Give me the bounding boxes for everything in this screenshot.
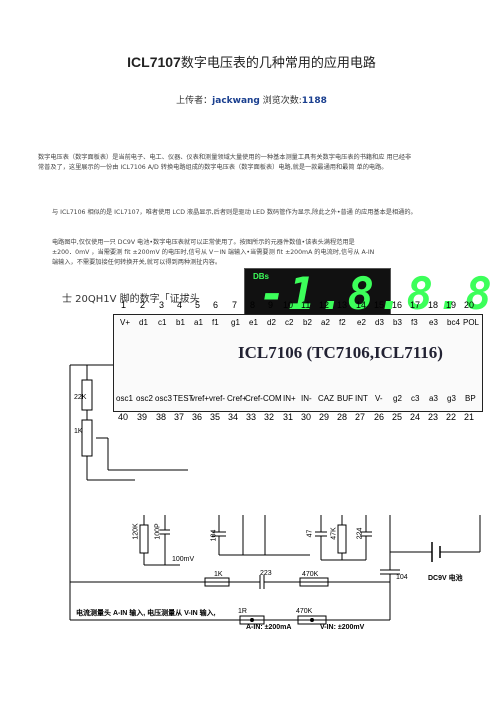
- circuit-diagram: [69, 320, 481, 625]
- resistor-120k: [139, 524, 149, 554]
- page-title: ICL7107数字电压表的几种常用的应用电路: [127, 54, 376, 71]
- resistor-1k: [204, 577, 230, 587]
- label-input-note: 电流测量头 A-IN 输入, 电压测量从 V-IN 输入,: [76, 610, 216, 617]
- resistor-470k-2: [297, 615, 327, 625]
- label-104-a: 104: [210, 529, 218, 542]
- resistor-1r: [239, 615, 265, 625]
- label-100p: 100P: [154, 523, 162, 540]
- label-224: 224: [356, 527, 364, 540]
- ic-chip: ICL7106 (TC7106,ICL7116): [113, 314, 483, 412]
- label-223: 223: [260, 570, 272, 577]
- label-battery: DC9V 电池: [428, 575, 463, 582]
- label-1k: 1K: [214, 571, 223, 578]
- label-470k-2: 470K: [296, 608, 313, 615]
- label-100mv: 100mV: [172, 556, 195, 563]
- resistor-470k: [299, 577, 329, 587]
- paragraph-2: 与 ICL7106 相似的是 ICL7107，唯者使用 LCD 液晶显示,后者则…: [52, 209, 417, 216]
- label-120k: 120K: [132, 523, 140, 540]
- pot-1k: [81, 419, 93, 457]
- paragraph-1: 数字电压表（数字面板表）是当前电子、电工、仪器、仪表和测量领域大量使用的一种基本…: [38, 154, 412, 171]
- label-47k: 47K: [330, 527, 338, 540]
- label-v-in: V-IN: ±200mV: [320, 624, 365, 631]
- label-470k: 470K: [302, 571, 319, 578]
- label-22k: 22K: [74, 394, 87, 401]
- label-1r: 1R: [238, 608, 247, 615]
- resistor-47k: [337, 524, 347, 554]
- lcd-small-label: DBs: [253, 272, 270, 281]
- label-a-in: A-IN: ±200mA: [246, 624, 292, 631]
- meta-line: 上传者：jackwang 浏览次数:1188: [176, 96, 327, 106]
- lcd-display-image: DBs -1.8.8.8: [244, 268, 492, 322]
- paragraph-3: 电路图中,仅仅使用一只 DC9V 电池•数字电压表就可以正常使用了。按图所示的元…: [52, 239, 375, 266]
- chip-name: ICL7106 (TC7106,ICL7116): [238, 343, 443, 362]
- label-47: 47: [306, 529, 314, 538]
- uploader-link[interactable]: jackwang: [212, 96, 260, 106]
- label-1k-pot: 1K: [74, 428, 83, 435]
- label-104-b: 104: [396, 574, 408, 581]
- lcd-digits: -1.8.8.8: [259, 269, 495, 320]
- figure-subtitle: 士 20QH1V 脚的数字「证拔头: [62, 294, 200, 305]
